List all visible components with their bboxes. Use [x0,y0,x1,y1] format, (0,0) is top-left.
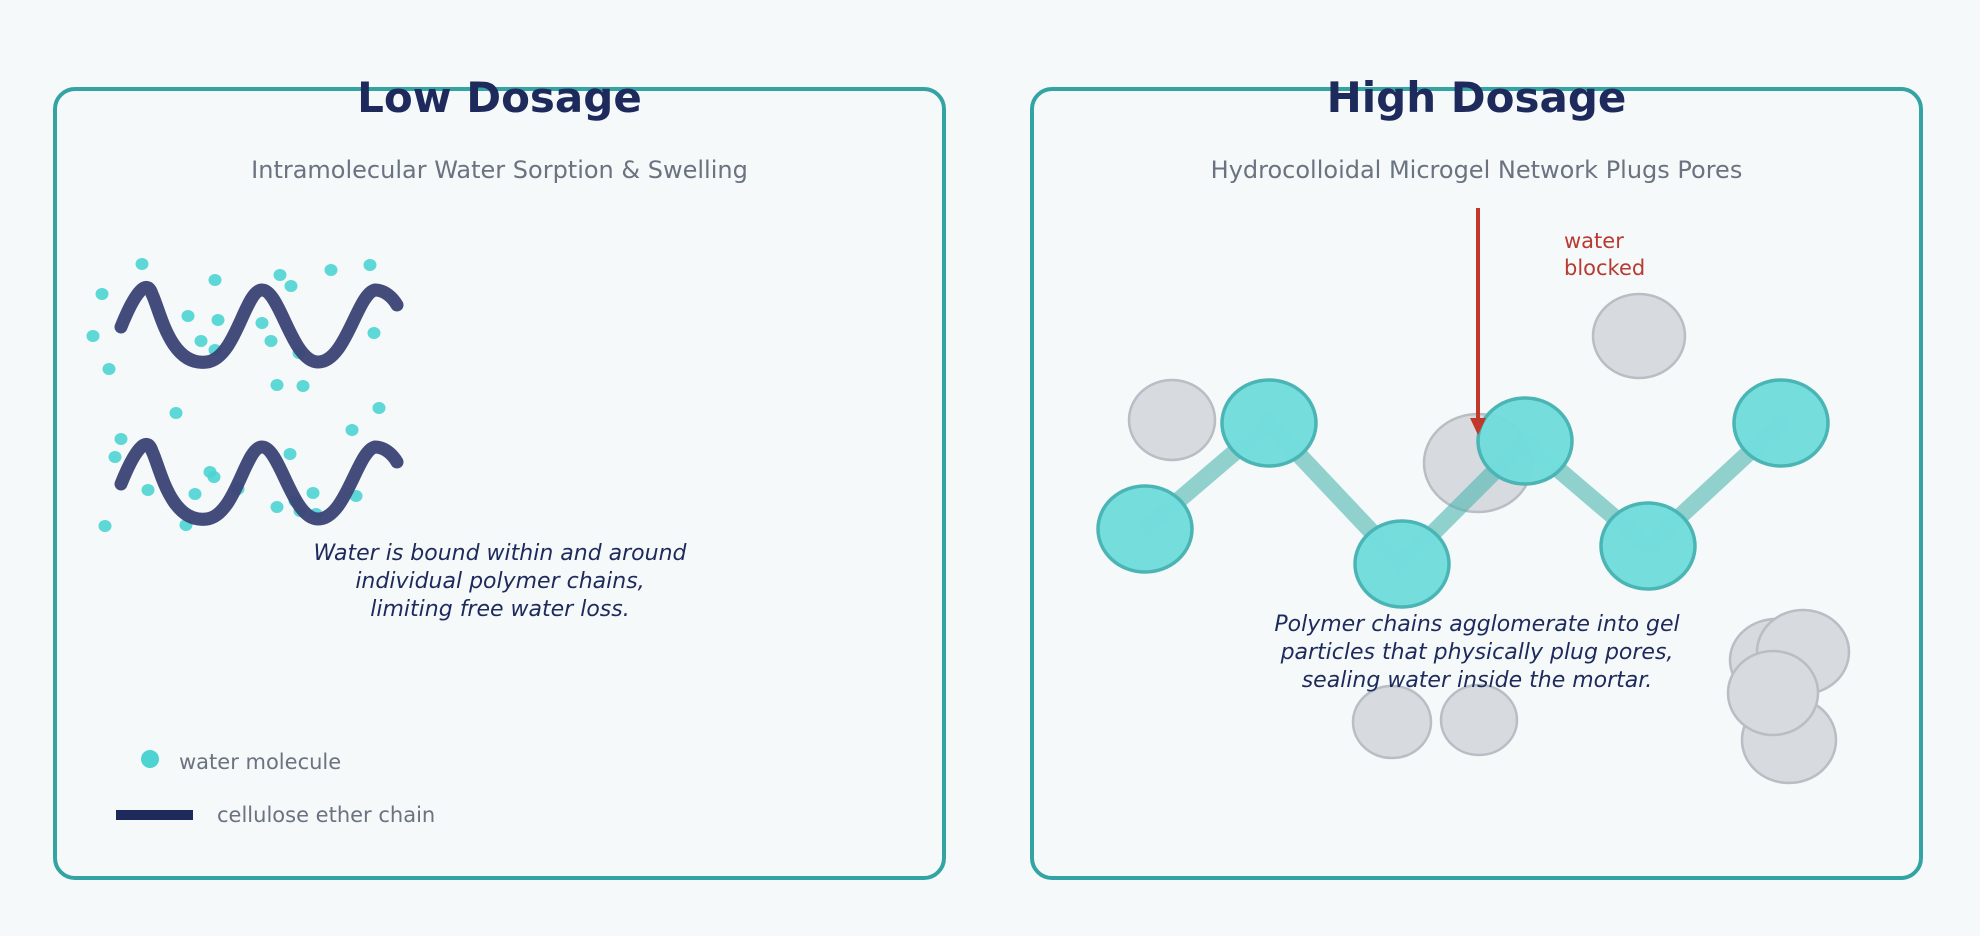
high-dosage-caption: Polymer chains agglomerate into gel part… [1274,612,1680,693]
water-molecule [270,501,284,513]
low-dosage-subtitle: Intramolecular Water Sorption & Swelling [251,156,748,184]
water-molecule [207,471,221,483]
low-dosage-title: Low Dosage [357,73,642,122]
water-molecule [194,335,208,347]
water-molecule [372,402,386,414]
blocked-water-arrow [1470,208,1486,435]
gel-particle [1732,378,1830,468]
cellulose-chain-legend-icon [116,810,193,820]
water-molecule [296,380,310,392]
gel-particle [1353,519,1451,609]
water-molecule [284,280,298,292]
gel-particle [1599,501,1697,591]
low-dosage-caption: Water is bound within and around individ… [313,541,687,622]
water-molecule [181,310,195,322]
high-dosage-subtitle: Hydrocolloidal Microgel Network Plugs Po… [1210,156,1743,184]
gel-particles [1096,378,1830,609]
water-molecule [306,487,320,499]
gel-particle [1476,396,1574,486]
water-molecule [367,327,381,339]
pore-particles [1127,292,1851,785]
water-molecule [169,407,183,419]
water-molecule [135,258,149,270]
high-dosage-title: High Dosage [1326,73,1627,122]
water-molecule [98,520,112,532]
water-molecule [345,424,359,436]
water-molecule-legend-icon [141,750,159,768]
pore-particle [1591,292,1687,380]
water-blocked-annotation: water blocked [1564,229,1646,280]
water-molecule [114,433,128,445]
water-molecule [363,259,377,271]
legend-water-label: water molecule [179,750,342,774]
water-molecule [270,379,284,391]
water-molecule [141,484,155,496]
legend-chain-label: cellulose ether chain [217,803,436,827]
water-molecule [264,335,278,347]
pore-particle [1726,649,1820,737]
water-molecule [283,448,297,460]
water-molecules [86,258,386,532]
pore-particle [1439,683,1519,757]
water-molecule [102,363,116,375]
water-molecule [86,330,100,342]
water-molecule [255,317,269,329]
water-molecule [95,288,109,300]
arrow-head [1470,418,1486,435]
pore-particle [1351,684,1433,760]
pore-particle [1127,378,1217,462]
water-molecule [208,274,222,286]
gel-particle [1096,484,1194,574]
water-molecule [273,269,287,281]
polymer-chain-lower [114,438,404,526]
water-molecule [188,488,202,500]
water-molecule [108,451,122,463]
water-molecule [324,264,338,276]
low-dosage-panel: Low Dosage Intramolecular Water Sorption… [53,77,946,880]
gel-particle [1220,378,1318,468]
polymer-chain-upper [114,281,404,369]
polymer-chains [114,281,404,526]
water-molecule [211,314,225,326]
